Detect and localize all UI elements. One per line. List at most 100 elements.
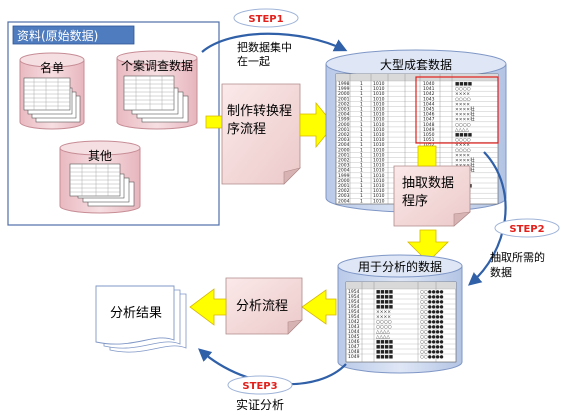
large-cell-year: 2001 <box>338 183 350 189</box>
large-cell-year: 2003 <box>338 163 350 169</box>
step2-badge-text: STEP2 <box>509 224 544 235</box>
step1-text-line2: 在一起 <box>237 55 270 68</box>
large-cell-year: 2002 <box>338 132 350 138</box>
analysis-cell-mark: △△△△ <box>376 335 390 340</box>
analysis-cell-code: 1046 <box>348 339 360 345</box>
analysis-cell-mark: ■■■■ <box>376 295 393 300</box>
analysis-cell-right: ○○●●●● <box>420 345 444 350</box>
analysis-cell-mark: ○○○○ <box>376 325 392 330</box>
large-cell-year: 2001 <box>338 127 350 133</box>
large-cell-flag: 1 <box>360 132 363 138</box>
large-cell-id: 1047 <box>423 117 435 123</box>
large-cell-flag: 1 <box>360 112 363 118</box>
large-cell-mark: △△△△ <box>455 128 469 133</box>
large-cell-code: 1010 <box>373 158 385 164</box>
large-cell-flag: 1 <box>360 127 363 133</box>
large-cell-id: 1043 <box>423 96 435 102</box>
extract-program-note: 抽取数据 程序 <box>393 165 471 227</box>
large-cell-code: 1010 <box>373 127 385 133</box>
analysis-cell-code: 1954 <box>348 309 360 315</box>
large-cell-mark: ×××× <box>455 101 470 107</box>
large-cell-id: 1048 <box>423 122 435 128</box>
large-cell-flag: 1 <box>360 163 363 169</box>
large-cell-year: 1998 <box>338 81 350 87</box>
large-cell-flag: 1 <box>360 178 363 184</box>
name-list-sheets <box>23 77 81 123</box>
large-cell-id: 1050 <box>423 132 435 138</box>
large-cell-flag: 1 <box>360 101 363 107</box>
large-cell-code: 1010 <box>373 122 385 128</box>
analysis-cell-code: 1043 <box>348 324 360 330</box>
step2-text-line2: 数据 <box>490 265 512 279</box>
large-cell-code: 1010 <box>373 188 385 194</box>
large-cell-code: 1010 <box>373 142 385 148</box>
large-cell-id: 1045 <box>423 107 435 113</box>
analysis-cell-mark: ■■■■ <box>376 355 393 360</box>
analysis-cell-mark: ■■■■ <box>376 305 393 310</box>
large-cell-mark: ×××× <box>455 152 470 158</box>
analysis-flow-note: 分析流程 <box>225 277 303 335</box>
large-cell-mark: ××××社 <box>455 111 475 118</box>
extract-line1: 抽取数据 <box>402 176 454 191</box>
large-cell-year: 2003 <box>338 193 350 199</box>
analysis-cell-code: 1954 <box>348 314 360 320</box>
source-box-title: 资料(原始数据) <box>17 28 98 43</box>
large-cell-flag: 1 <box>360 147 363 153</box>
large-cell-mark: ○○○○ <box>455 138 471 143</box>
large-cell-mark: ○○○○ <box>455 148 471 153</box>
step1-curved-arrow <box>201 32 348 53</box>
large-cell-year: 1999 <box>338 173 350 179</box>
large-cell-year: 2004 <box>338 112 350 118</box>
step3-label: 实证分析 <box>236 397 284 412</box>
large-cell-flag: 1 <box>360 188 363 194</box>
other-data-sheets <box>69 163 135 207</box>
extract-line2: 程序 <box>402 194 428 209</box>
other-data-cylinder: 其他 <box>59 140 141 214</box>
large-cell-year: 2004 <box>338 142 350 148</box>
large-cell-code: 1010 <box>373 112 385 118</box>
step1-badge: STEP1 <box>233 8 299 28</box>
analysis-cell-mark: ■■■■ <box>376 300 393 305</box>
analysis-cell-code: 1954 <box>348 299 360 305</box>
large-cell-id: 1041 <box>423 86 435 92</box>
step2-badge: STEP2 <box>494 218 560 238</box>
survey-data-sheets <box>123 75 189 123</box>
analysis-cell-code: 1049 <box>348 354 360 360</box>
analysis-cell-mark: ×××× <box>376 314 391 320</box>
analysis-cell-code: 1045 <box>348 334 360 340</box>
large-cell-year: 2001 <box>338 96 350 102</box>
large-cell-year: 2000 <box>338 147 350 153</box>
analysis-cell-right: ○○●●●● <box>420 340 444 345</box>
analysis-cell-code: 1042 <box>348 319 360 325</box>
analysis-cell-right: ○○●●●● <box>420 295 444 300</box>
large-cell-id: 1049 <box>423 127 435 133</box>
large-cell-code: 1010 <box>373 137 385 143</box>
large-cell-code: 1010 <box>373 163 385 169</box>
large-cell-id: 1046 <box>423 112 435 118</box>
large-cell-flag: 1 <box>360 81 363 87</box>
large-cell-code: 1010 <box>373 117 385 123</box>
analysis-cell-right: ○○●●●● <box>420 310 444 315</box>
large-cell-mark: ○○○○ <box>455 123 471 128</box>
analysis-cell-mark: ○○○○ <box>376 320 392 325</box>
analysis-cell-right: ○○●●●● <box>420 350 444 355</box>
large-cell-id: 1051 <box>423 137 435 143</box>
large-cell-code: 1010 <box>373 107 385 113</box>
analysis-cell-mark: ■■■■ <box>376 340 393 345</box>
arrow-to-large-dataset <box>299 101 335 149</box>
large-cell-mark: ×××× <box>455 142 470 148</box>
analysis-cell-code: 1954 <box>348 304 360 310</box>
large-dataset-title: 大型成套数据 <box>380 57 452 72</box>
name-list-label: 名单 <box>40 60 64 75</box>
large-cell-code: 1010 <box>373 81 385 87</box>
large-cell-code: 1010 <box>373 173 385 179</box>
large-dataset-selection <box>415 76 499 144</box>
large-cell-mark: ×××× <box>455 91 470 97</box>
analysis-cell-right: ○○●●●● <box>420 305 444 310</box>
large-cell-flag: 1 <box>360 193 363 199</box>
large-cell-code: 1010 <box>373 147 385 153</box>
large-cell-mark: ○○○○ <box>455 97 471 102</box>
large-cell-year: 2000 <box>338 91 350 97</box>
large-cell-year: 2002 <box>338 158 350 164</box>
analysis-cell-right: ○○●●●● <box>420 300 444 305</box>
